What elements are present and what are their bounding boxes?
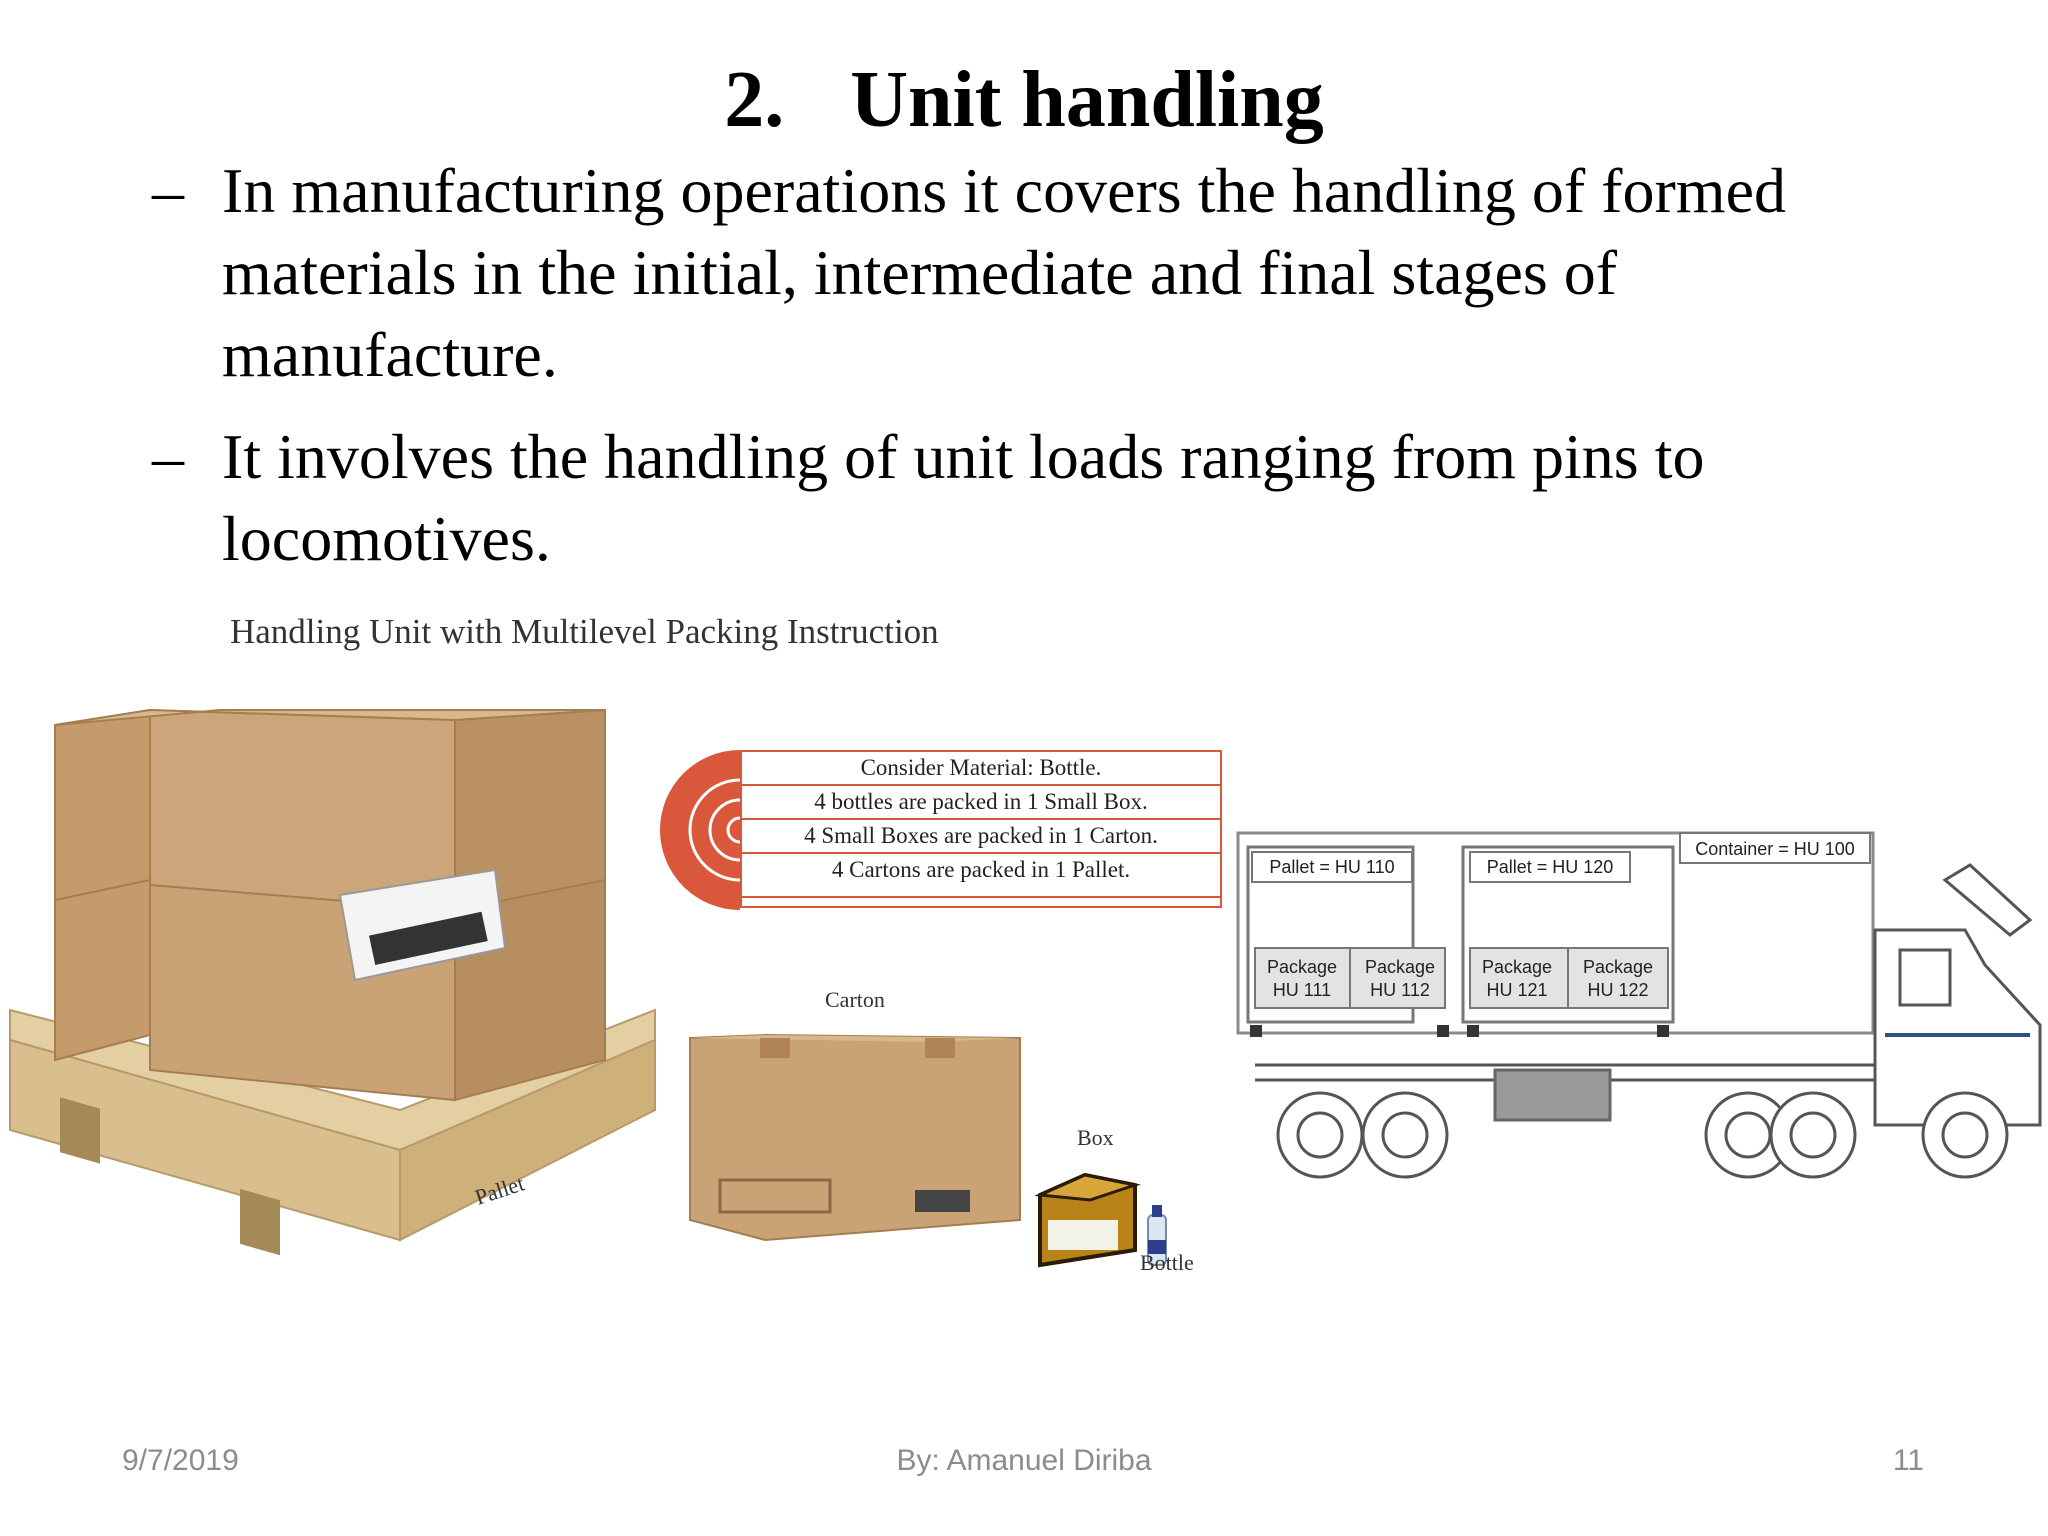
bullet-list: – In manufacturing operations it covers …: [152, 150, 1952, 600]
bullet-text: It involves the handling of unit loads r…: [222, 421, 1705, 574]
bullet-text: In manufacturing operations it covers th…: [222, 155, 1786, 390]
figure-caption: Handling Unit with Multilevel Packing In…: [230, 612, 939, 651]
box-illustration: [1034, 1172, 1141, 1268]
container-label: Container = HU 100: [1695, 839, 1855, 859]
bullet-item: – It involves the handling of unit loads…: [152, 416, 1952, 580]
package-hu111-line1: Package: [1267, 957, 1337, 977]
container-label-box: Container = HU 100: [1679, 832, 1871, 864]
bottle-illustration: [1147, 1205, 1167, 1266]
package-hu122-line2: HU 122: [1587, 980, 1648, 1000]
package-hu121: Package HU 121: [1469, 947, 1569, 1009]
title-number: 2.: [724, 56, 785, 144]
package-hu112: Package HU 112: [1349, 947, 1446, 1009]
packing-row: Consider Material: Bottle.: [740, 750, 1222, 784]
package-hu122: Package HU 122: [1567, 947, 1669, 1009]
bottle-label: Bottle: [1140, 1250, 1194, 1275]
package-hu121-line2: HU 121: [1486, 980, 1547, 1000]
package-hu111: Package HU 111: [1254, 947, 1351, 1009]
packing-instruction-table: Consider Material: Bottle. 4 bottles are…: [740, 750, 1222, 908]
pallet-illustration: [9, 708, 656, 1256]
bullet-item: – In manufacturing operations it covers …: [152, 150, 1952, 396]
slide-title: 2. Unit handling: [0, 50, 2048, 150]
title-text: Unit handling: [850, 56, 1324, 144]
package-hu122-line1: Package: [1583, 957, 1653, 977]
packing-row-divider: [740, 886, 1222, 898]
package-hu111-line2: HU 111: [1273, 980, 1331, 1000]
carton-label: Carton: [825, 987, 885, 1012]
pallet-hu120-label: Pallet = HU 120: [1487, 857, 1614, 877]
packing-row-divider: [740, 898, 1222, 908]
packing-levels-graphic: [660, 750, 741, 910]
pallet-hu120-label-box: Pallet = HU 120: [1469, 851, 1631, 883]
packing-row: 4 Cartons are packed in 1 Pallet.: [740, 852, 1222, 886]
footer-page-number: 11: [1892, 1444, 1924, 1477]
barcode-label: [338, 868, 507, 982]
bullet-dash: –: [152, 155, 184, 226]
handling-unit-figure: Pallet Carton Box Bottle: [9, 708, 2042, 1275]
package-hu112-line1: Package: [1365, 957, 1435, 977]
package-hu112-line2: HU 112: [1370, 980, 1430, 1000]
box-label: Box: [1077, 1125, 1114, 1150]
footer-date: 9/7/2019: [122, 1444, 239, 1477]
packing-row: 4 Small Boxes are packed in 1 Carton.: [740, 818, 1222, 852]
bullet-dash: –: [152, 421, 184, 492]
packing-row: 4 bottles are packed in 1 Small Box.: [740, 784, 1222, 818]
pallet-hu110-label: Pallet = HU 110: [1269, 857, 1394, 877]
carton-illustration: [689, 1033, 1021, 1242]
footer-author: By: Amanuel Diriba: [896, 1444, 1152, 1477]
package-hu121-line1: Package: [1482, 957, 1552, 977]
pallet-hu110-label-box: Pallet = HU 110: [1251, 851, 1413, 883]
